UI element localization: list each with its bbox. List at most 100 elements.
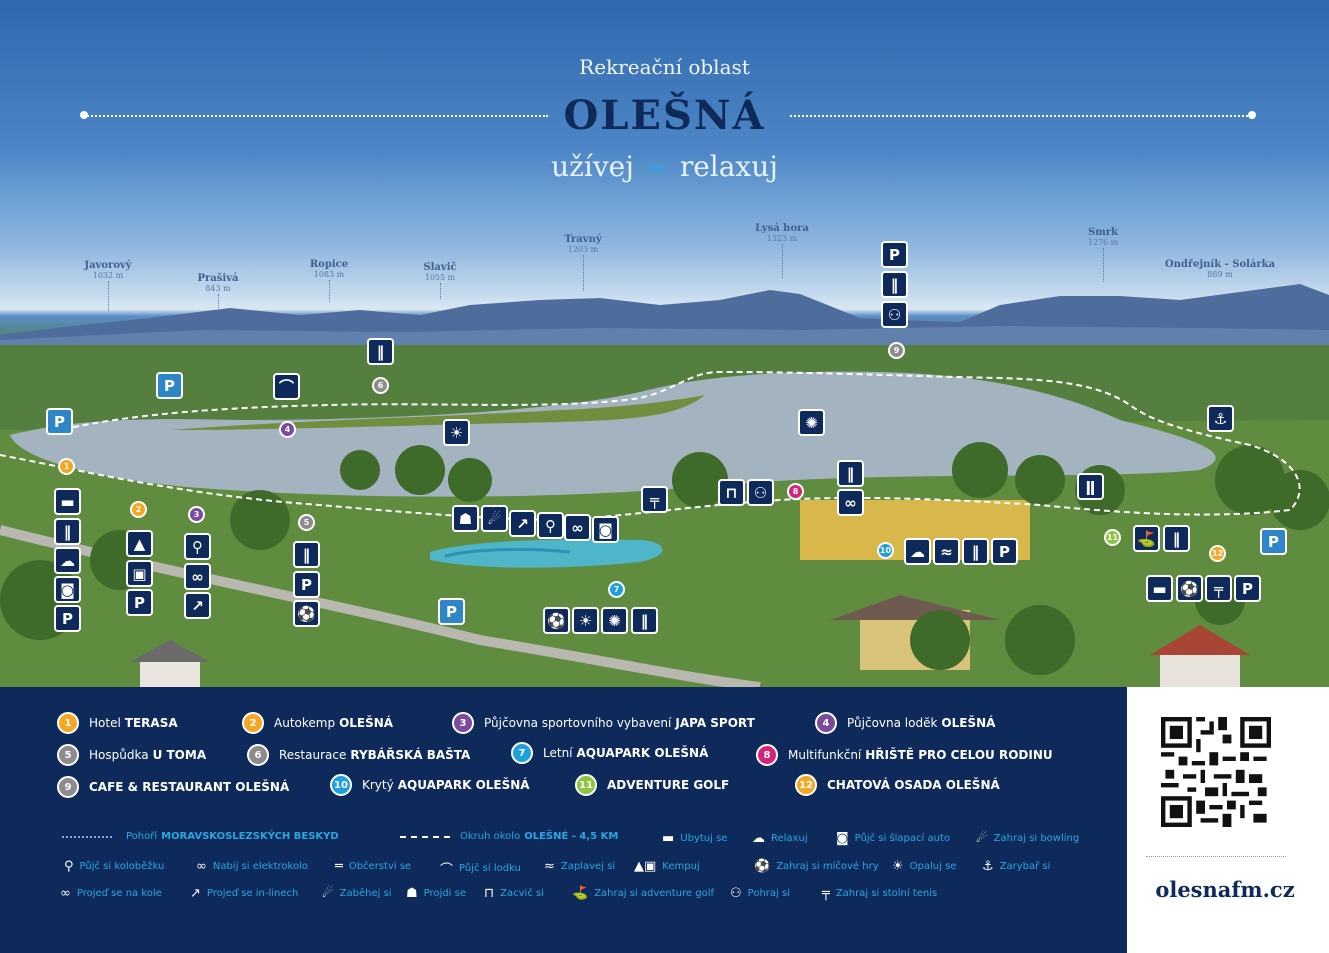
food-icon[interactable]: ‖ xyxy=(837,460,864,487)
fishing-icon[interactable]: ⚓ xyxy=(1207,405,1234,432)
cycling-icon[interactable]: ∞ xyxy=(184,563,211,590)
food-icon[interactable]: ‖ xyxy=(1163,525,1190,552)
table-tennis-icon: ╤ xyxy=(822,886,830,901)
cycling-icon[interactable]: ∞ xyxy=(837,489,864,516)
parking-icon[interactable]: P xyxy=(1234,575,1261,602)
walk-icon[interactable]: ☗ xyxy=(452,505,479,532)
marker-1[interactable]: 1 xyxy=(58,458,75,475)
relax-icon[interactable]: ☁ xyxy=(904,538,931,565)
bed-icon[interactable]: ▬ xyxy=(54,488,81,515)
parking-icon[interactable]: P xyxy=(54,605,81,632)
parking-icon[interactable]: P xyxy=(991,538,1018,565)
parking-icon[interactable]: P xyxy=(46,408,73,435)
sunbathe-icon[interactable]: ☀ xyxy=(443,419,470,446)
adventure-golf-icon[interactable]: ⛳ xyxy=(1133,525,1160,552)
sunbathe-icon[interactable]: ☀ xyxy=(572,607,599,634)
legend-label: Zahraj si bowling xyxy=(993,833,1080,844)
legend-label: Zarybař si xyxy=(999,861,1051,872)
food-icon[interactable]: ‖ xyxy=(293,541,320,568)
scooter-icon: ⚲ xyxy=(64,859,74,874)
food-icon[interactable]: ‖ xyxy=(367,338,394,365)
relax-icon[interactable]: ☁ xyxy=(54,547,81,574)
ball-games-icon[interactable]: ⚽ xyxy=(543,607,570,634)
poi-prefix: Půjčovna sportovního vybavení xyxy=(484,716,672,730)
marker-11[interactable]: 11 xyxy=(1104,529,1121,546)
poi-prefix: Hospůdka xyxy=(89,748,149,762)
peak-smrk: Smrk 1276 m xyxy=(1063,227,1143,282)
legend-table-tennis: ╤Zahraj si stolní tenis xyxy=(822,886,937,901)
food-icon[interactable]: ‖ xyxy=(881,271,908,298)
boat-icon[interactable]: ⌒ xyxy=(273,373,300,400)
parking-icon[interactable]: P xyxy=(156,372,183,399)
website-link[interactable]: olesnafm.cz xyxy=(1155,877,1295,902)
marker-9[interactable]: 9 xyxy=(888,342,905,359)
parking-icon[interactable]: P xyxy=(293,571,320,598)
parking-icon[interactable]: P xyxy=(881,241,908,268)
camp-icon[interactable]: ▲ xyxy=(126,530,153,557)
playground-icon[interactable]: ⚇ xyxy=(881,301,908,328)
inline-icon[interactable]: ↗ xyxy=(184,592,211,619)
fishing-icon: ⚓ xyxy=(982,859,994,874)
caravan-icon[interactable]: ▣ xyxy=(126,560,153,587)
swim-icon[interactable]: ≈ xyxy=(933,538,960,565)
workout-icon[interactable]: ⊓ xyxy=(718,479,745,506)
poi-badge: 12 xyxy=(795,774,817,796)
parking-icon[interactable]: P xyxy=(438,598,465,625)
poi-name: RYBÁŘSKÁ BAŠTA xyxy=(350,748,471,762)
scooter-icon[interactable]: ⚲ xyxy=(184,533,211,560)
pedal-car-icon[interactable]: ◙ xyxy=(54,576,81,603)
divider xyxy=(1146,856,1286,857)
poi-12[interactable]: 12 CHATOVÁ OSADA OLEŠNÁ xyxy=(795,774,1000,796)
relax-icon[interactable]: ✺ xyxy=(798,409,825,436)
table-tennis-icon[interactable]: ╤ xyxy=(641,486,668,513)
cycling-icon[interactable]: ∞ xyxy=(564,514,591,541)
marker-7[interactable]: 7 xyxy=(608,581,625,598)
ball-games-icon[interactable]: ⚽ xyxy=(1176,575,1203,602)
toilets-icon[interactable]: ǁ xyxy=(1077,473,1104,500)
marker-2[interactable]: 2 xyxy=(130,501,147,518)
table-tennis-icon[interactable]: ╤ xyxy=(1205,575,1232,602)
parking-icon[interactable]: P xyxy=(1260,528,1287,555)
poi-prefix: Multifunkční xyxy=(788,748,862,762)
legend-playground: ⚇Pohraj si xyxy=(730,886,790,901)
relax-icon[interactable]: ✺ xyxy=(601,607,628,634)
parking-icon[interactable]: P xyxy=(126,589,153,616)
bed-icon[interactable]: ▬ xyxy=(1146,575,1173,602)
peak-name: Slavič xyxy=(423,262,457,273)
qr-code-icon[interactable] xyxy=(1161,717,1271,827)
ball-games-icon[interactable]: ⚽ xyxy=(293,600,320,627)
pedal-car-icon[interactable]: ◙ xyxy=(592,516,619,543)
marker-5[interactable]: 5 xyxy=(298,514,315,531)
legend-pedal-car: ◙Půjč si šlapací auto xyxy=(836,831,950,846)
marker-6[interactable]: 6 xyxy=(372,377,389,394)
poi-9[interactable]: 9 CAFE & RESTAURANT OLEŠNÁ xyxy=(57,776,289,798)
food-icon[interactable]: ‖ xyxy=(54,518,81,545)
ebike-icon: ∞ xyxy=(196,859,207,874)
marker-4[interactable]: 4 xyxy=(279,421,296,438)
food-icon[interactable]: ‖ xyxy=(962,538,989,565)
playground-icon[interactable]: ⚇ xyxy=(747,479,774,506)
poi-11[interactable]: 11 ADVENTURE GOLF xyxy=(575,774,729,796)
peak-name: Travný xyxy=(564,234,602,245)
scooter-icon[interactable]: ⚲ xyxy=(537,512,564,539)
run-icon[interactable]: ☄ xyxy=(481,505,508,532)
poi-name: AQUAPARK OLEŠNÁ xyxy=(397,778,530,792)
food-icon[interactable]: ‖ xyxy=(631,607,658,634)
marker-10[interactable]: 10 xyxy=(877,542,894,559)
poi-badge: 10 xyxy=(330,774,352,796)
inline-icon[interactable]: ↗ xyxy=(509,510,536,537)
marker-12[interactable]: 12 xyxy=(1209,545,1226,562)
marker-3[interactable]: 3 xyxy=(188,506,205,523)
marker-8[interactable]: 8 xyxy=(787,483,804,500)
poi-badge: 9 xyxy=(57,776,79,798)
legend-relax: ☁Relaxuj xyxy=(752,831,808,846)
